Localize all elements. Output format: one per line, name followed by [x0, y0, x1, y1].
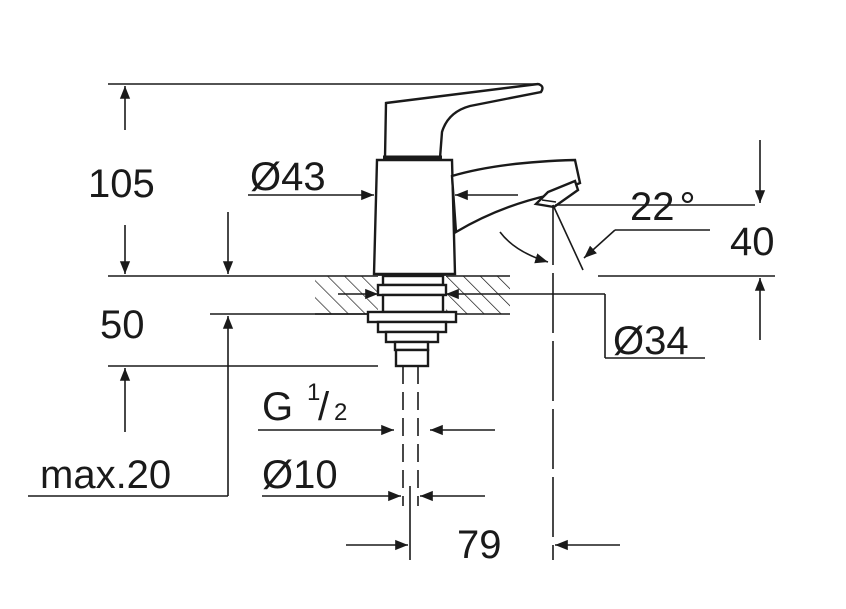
dim-50-label: 50: [100, 303, 145, 347]
dim-79-label: 79: [457, 523, 502, 567]
dim-o43-label: Ø43: [250, 155, 326, 199]
dim-o10-label: Ø10: [262, 453, 338, 497]
dim-max20-line: [28, 316, 234, 497]
faucet-body: [372, 82, 582, 276]
mounting-assembly: [366, 274, 458, 368]
svg-text:2: 2: [334, 399, 347, 426]
dim-g12-label: G 1 / 2: [262, 379, 347, 429]
dim-105-line: [108, 83, 540, 277]
svg-text:1: 1: [307, 379, 320, 406]
svg-text:/: /: [318, 385, 330, 429]
dim-40-label: 40: [730, 220, 775, 264]
dim-105-label: 105: [88, 162, 155, 206]
supply-tube: [402, 366, 419, 506]
dim-22-label: 22°: [630, 185, 696, 229]
dim-22deg-line: [499, 204, 755, 271]
dim-50-line: [108, 212, 378, 432]
dim-40-line: [598, 140, 775, 340]
dim-o34-line: [338, 288, 705, 359]
dim-79-line: [346, 486, 620, 560]
svg-text:G: G: [262, 385, 293, 429]
dim-o34-label: Ø34: [613, 319, 689, 363]
dim-max20-label: max.20: [40, 453, 171, 497]
